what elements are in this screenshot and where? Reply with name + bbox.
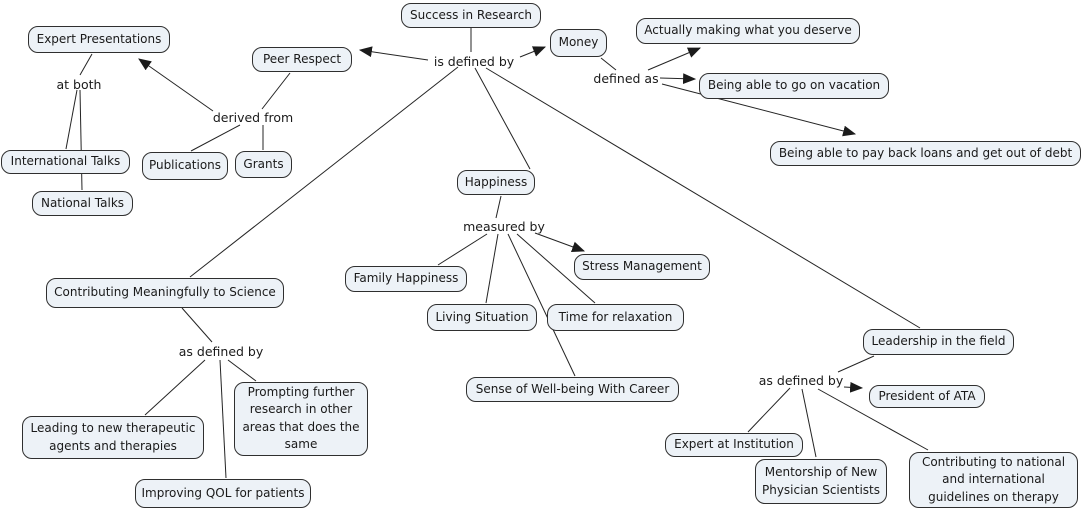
concept-node-improving-qol[interactable]: Improving QOL for patients	[135, 479, 311, 508]
edge-derived_from-publications[interactable]	[190, 124, 241, 152]
concept-node-leading-therapeutic[interactable]: Leading to new therapeutic agents and th…	[22, 416, 204, 459]
edge-leadership-as_defined_by_leadership[interactable]	[837, 355, 875, 373]
linking-phrase-as-defined-by-science[interactable]: as defined by	[178, 344, 264, 359]
concept-node-grants[interactable]: Grants	[235, 151, 292, 178]
concept-node-guidelines[interactable]: Contributing to national and internation…	[909, 452, 1078, 509]
concept-node-expert-institution[interactable]: Expert at Institution	[665, 433, 803, 457]
edge-as_defined_by_science-prompting_research[interactable]	[227, 359, 257, 382]
concept-node-wellbeing[interactable]: Sense of Well-being With Career	[466, 377, 679, 402]
edge-as_defined_by_science-leading_therapeutic[interactable]	[144, 359, 206, 416]
linking-phrase-is-defined-by[interactable]: is defined by	[433, 54, 515, 69]
concept-node-peer-respect[interactable]: Peer Respect	[252, 47, 352, 72]
concept-node-natl-talks[interactable]: National Talks	[32, 191, 133, 216]
edge-defined_as-payback[interactable]	[661, 83, 857, 137]
concept-node-happiness[interactable]: Happiness	[457, 170, 535, 195]
edge-as_defined_by_leadership-mentorship[interactable]	[801, 388, 817, 458]
edge-is_defined_by-money[interactable]	[519, 46, 547, 58]
edge-is_defined_by-peer_respect[interactable]	[358, 46, 429, 61]
linking-phrase-as-defined-by-leadership[interactable]: as defined by	[758, 373, 844, 388]
concept-node-president-ata[interactable]: President of ATA	[869, 385, 985, 408]
edge-as_defined_by_leadership-president_ata[interactable]	[843, 381, 864, 393]
edge-defined_as-vacation[interactable]	[659, 73, 697, 85]
edge-derived_from-expert_presentations[interactable]	[138, 58, 214, 112]
linking-phrase-defined-as[interactable]: defined as	[593, 71, 659, 86]
concept-node-stress-management[interactable]: Stress Management	[574, 254, 710, 280]
edge-at_both-natl_talks[interactable]	[79, 89, 83, 191]
edge-happiness-measured_by[interactable]	[495, 195, 502, 219]
linking-phrase-measured-by[interactable]: measured by	[463, 219, 545, 234]
edge-measured_by-living_situation[interactable]	[485, 233, 499, 304]
concept-node-family-happiness[interactable]: Family Happiness	[345, 266, 467, 292]
edge-peer_respect-derived_from[interactable]	[261, 72, 291, 110]
concept-node-prompting-research[interactable]: Prompting further research in other area…	[234, 382, 368, 456]
edge-defined_as-actually_making[interactable]	[647, 47, 701, 71]
edge-as_defined_by_leadership-guidelines[interactable]	[817, 388, 929, 451]
edge-measured_by-stress_management[interactable]	[534, 232, 586, 252]
edge-measured_by-wellbeing[interactable]	[507, 233, 576, 377]
edge-money-defined_as[interactable]	[600, 57, 617, 71]
edge-is_defined_by-contributing_science[interactable]	[189, 66, 459, 278]
concept-node-success[interactable]: Success in Research	[401, 3, 541, 28]
concept-node-leadership[interactable]: Leadership in the field	[863, 329, 1014, 355]
edge-measured_by-family_happiness[interactable]	[437, 233, 488, 266]
edge-is_defined_by-leadership[interactable]	[485, 67, 921, 329]
concept-node-mentorship[interactable]: Mentorship of New Physician Scientists	[755, 459, 887, 504]
concept-node-time-relaxation[interactable]: Time for relaxation	[547, 304, 684, 331]
concept-node-publications[interactable]: Publications	[142, 152, 228, 180]
linking-phrase-at-both[interactable]: at both	[56, 77, 102, 92]
edge-as_defined_by_science-improving_qol[interactable]	[219, 359, 227, 479]
concept-node-actually-making[interactable]: Actually making what you deserve	[636, 18, 860, 44]
concept-node-living-situation[interactable]: Living Situation	[427, 304, 537, 331]
concept-node-expert-presentations[interactable]: Expert Presentations	[28, 26, 170, 53]
edge-measured_by-time_relaxation[interactable]	[516, 233, 596, 304]
concept-node-contributing-science[interactable]: Contributing Meaningfully to Science	[46, 278, 284, 308]
concept-node-intl-talks[interactable]: International Talks	[1, 150, 130, 174]
edge-expert_presentations-at_both[interactable]	[79, 53, 93, 76]
concept-node-vacation[interactable]: Being able to go on vacation	[699, 73, 889, 99]
edge-at_both-intl_talks[interactable]	[65, 89, 78, 150]
concept-node-payback[interactable]: Being able to pay back loans and get out…	[770, 141, 1081, 166]
linking-phrase-derived-from[interactable]: derived from	[212, 110, 294, 125]
edge-contributing_science-as_defined_by_science[interactable]	[181, 307, 213, 343]
edge-as_defined_by_leadership-expert_institution[interactable]	[747, 387, 791, 433]
edge-is_defined_by-happiness[interactable]	[474, 67, 531, 170]
concept-node-money[interactable]: Money	[550, 29, 607, 57]
